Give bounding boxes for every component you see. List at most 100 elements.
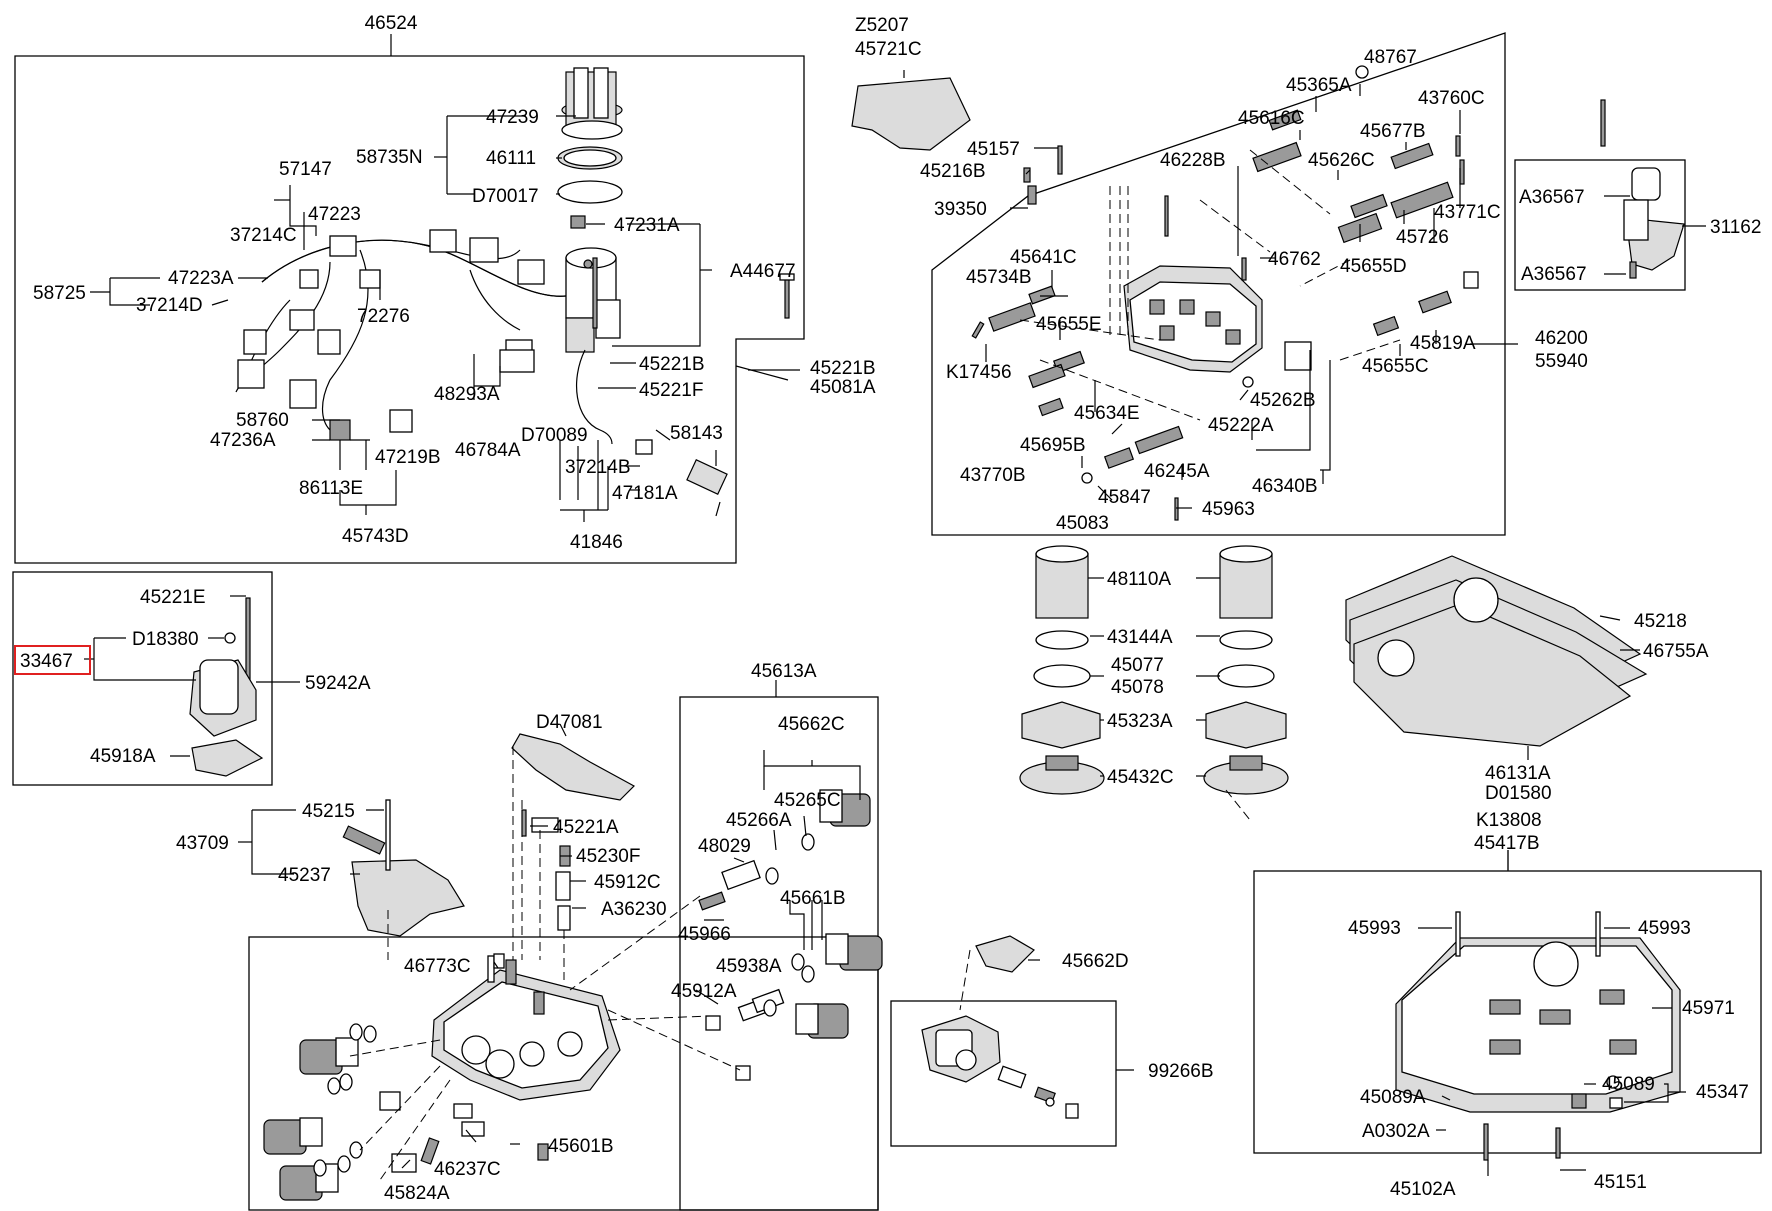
- label-45432C: 45432C: [1107, 767, 1174, 788]
- label-45824A: 45824A: [384, 1183, 450, 1204]
- label-45601B: 45601B: [548, 1136, 614, 1157]
- box-solenoid-31162: [1514, 159, 1686, 291]
- label-45918A: 45918A: [90, 746, 156, 767]
- label-43771C: 43771C: [1434, 202, 1501, 223]
- plate-45237-part: [351, 859, 465, 937]
- label-99266B: 99266B: [1148, 1061, 1214, 1082]
- valve-springs-part: [988, 109, 1454, 469]
- label-46200: 46200: [1535, 328, 1588, 349]
- label-37214D: 37214D: [136, 295, 203, 316]
- label-48110A: 48110A: [1107, 569, 1171, 590]
- small-bolts-part: [971, 65, 1606, 521]
- label-45613A: 45613A: [751, 661, 817, 682]
- label-45265C: 45265C: [774, 790, 841, 811]
- label-K17456: K17456: [946, 362, 1012, 383]
- label-45218: 45218: [1634, 611, 1687, 632]
- label-45695B: 45695B: [1020, 435, 1086, 456]
- label-45266A: 45266A: [726, 810, 792, 831]
- label-45912A: 45912A: [671, 981, 737, 1002]
- label-86113E: 86113E: [299, 478, 363, 499]
- label-45417B: 45417B: [1474, 833, 1540, 854]
- upper-valve-body-part: [1123, 265, 1263, 373]
- label-46773C: 46773C: [404, 956, 471, 977]
- label-46762: 46762: [1268, 249, 1321, 270]
- label-47181A: 47181A: [612, 483, 678, 504]
- label-D47081: D47081: [536, 712, 603, 733]
- box-solenoid-99266B: [890, 1000, 1117, 1147]
- label-45938A: 45938A: [716, 956, 782, 977]
- label-46237C: 46237C: [434, 1159, 501, 1180]
- label-D18380: D18380: [132, 629, 199, 650]
- solenoid-housing-part: [565, 247, 621, 353]
- leader-lines: [84, 34, 1706, 1176]
- label-45626C: 45626C: [1308, 150, 1375, 171]
- label-45222A: 45222A: [1208, 415, 1274, 436]
- label-45963: 45963: [1202, 499, 1255, 520]
- label-45616C: 45616C: [1238, 108, 1305, 129]
- o-ring-part: [557, 180, 623, 204]
- label-45661B: 45661B: [780, 888, 846, 909]
- label-45078: 45078: [1111, 677, 1164, 698]
- label-45157: 45157: [967, 139, 1020, 160]
- label-45365A: 45365A: [1286, 75, 1352, 96]
- label-47231A: 47231A: [614, 215, 680, 236]
- label-59242A: 59242A: [305, 673, 371, 694]
- label-48293A: 48293A: [434, 384, 500, 405]
- clip-part: [570, 215, 586, 229]
- label-46340B: 46340B: [1252, 476, 1318, 497]
- label-58735N: 58735N: [356, 147, 423, 168]
- part-labels: 46524 47239 58735N 46111 D70017 47231A A…: [14, 13, 1761, 1204]
- connector-47181A-part: [635, 439, 653, 455]
- label-45089: 45089: [1602, 1074, 1655, 1095]
- separator-plate-Z5207-part: [851, 77, 971, 151]
- lower-valve-body-part: [431, 955, 621, 1101]
- label-46228B: 46228B: [1160, 150, 1226, 171]
- box-solenoid-59242A: [12, 571, 273, 786]
- label-57147: 57147: [279, 159, 332, 180]
- label-45102A: 45102A: [1390, 1179, 1456, 1200]
- label-45077: 45077: [1111, 655, 1164, 676]
- label-45912C: 45912C: [594, 872, 661, 893]
- label-58760: 58760: [236, 410, 289, 431]
- label-46524: 46524: [365, 13, 418, 34]
- label-43709: 43709: [176, 833, 229, 854]
- label-45641C: 45641C: [1010, 247, 1077, 268]
- box-wiring-harness-46524: [14, 55, 805, 564]
- label-A44677: A44677: [730, 261, 796, 282]
- label-45721C: 45721C: [855, 39, 922, 60]
- label-45262B: 45262B: [1250, 390, 1316, 411]
- label-45216B: 45216B: [920, 161, 986, 182]
- label-45662D: 45662D: [1062, 951, 1129, 972]
- label-A36567-2: A36567: [1521, 264, 1587, 285]
- label-45726: 45726: [1396, 227, 1449, 248]
- plate-D47081-part: [511, 733, 635, 801]
- label-58725: 58725: [33, 283, 86, 304]
- spring-45215-part: [342, 825, 386, 855]
- label-45662C: 45662C: [778, 714, 845, 735]
- label-45819A: 45819A: [1410, 333, 1476, 354]
- label-45966: 45966: [678, 924, 731, 945]
- label-72276: 72276: [357, 306, 410, 327]
- label-47239: 47239: [486, 107, 539, 128]
- sensor-wire-part: [575, 349, 613, 445]
- label-46755A: 46755A: [1643, 641, 1709, 662]
- label-41846: 41846: [570, 532, 623, 553]
- label-45993: 45993: [1348, 918, 1401, 939]
- label-45215: 45215: [302, 801, 355, 822]
- label-45237: 45237: [278, 865, 331, 886]
- label-39350: 39350: [934, 199, 987, 220]
- label-43144A: 43144A: [1107, 627, 1173, 648]
- assembly-dashed-lines: [349, 149, 1401, 1181]
- label-A36230: A36230: [601, 899, 667, 920]
- label-D70089: D70089: [521, 425, 588, 446]
- bolt-45215-part: [385, 799, 391, 871]
- label-37214B: 37214B: [565, 457, 631, 478]
- label-33467: 33467: [20, 651, 73, 672]
- label-45221A: 45221A: [553, 817, 619, 838]
- label-45083: 45083: [1056, 513, 1109, 534]
- oil-filters-part: [1019, 545, 1289, 795]
- label-45634E: 45634E: [1074, 403, 1140, 424]
- label-D01580: D01580: [1485, 783, 1552, 804]
- label-31162: 31162: [1710, 217, 1761, 238]
- label-45677B: 45677B: [1360, 121, 1426, 142]
